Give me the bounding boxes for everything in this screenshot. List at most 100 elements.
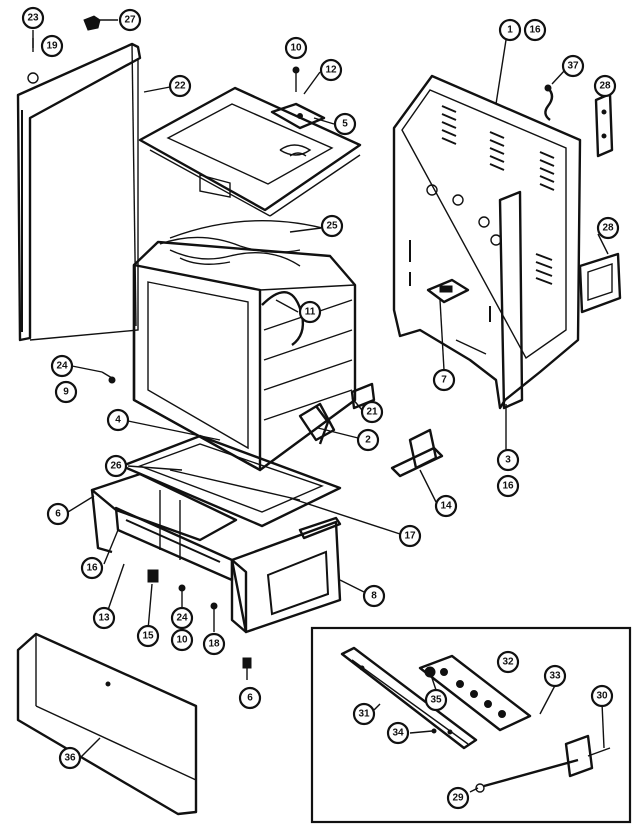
callout-21: 21 — [360, 400, 384, 424]
bracket-14 — [390, 428, 444, 478]
callout-7: 7 — [432, 368, 456, 392]
callout-13: 13 — [92, 606, 116, 630]
screw-set-c — [101, 371, 116, 384]
callout-11: 11 — [298, 300, 322, 324]
callout-36: 36 — [58, 746, 82, 770]
callout-24-bottom: 24 — [170, 606, 194, 630]
callout-28-side: 28 — [596, 216, 620, 240]
callout-37-label: 37 — [567, 61, 579, 72]
callout-12: 12 — [319, 58, 343, 82]
terminal-block — [426, 278, 470, 304]
callout-36-label: 36 — [64, 753, 76, 764]
callout-25-label: 25 — [326, 221, 338, 232]
callout-15-label: 15 — [142, 631, 154, 642]
callout-17-label: 17 — [404, 531, 416, 542]
top-cover — [138, 86, 362, 217]
callout-7-label: 7 — [441, 375, 447, 386]
callout-10-top: 10 — [284, 36, 308, 60]
callout-34-label: 34 — [392, 728, 404, 739]
manifold-bracket — [418, 654, 532, 732]
callout-31: 31 — [352, 702, 376, 726]
callout-37: 37 — [561, 54, 585, 78]
leveling-leg — [242, 657, 252, 680]
panel-clip — [83, 15, 101, 31]
callout-30: 30 — [590, 684, 614, 708]
wire-harness — [544, 84, 554, 121]
callout-3-label: 3 — [505, 455, 511, 466]
small-screw — [431, 728, 437, 734]
callout-16-top: 16 — [523, 18, 547, 42]
callout-3: 3 — [496, 448, 520, 472]
callout-16-bottom-label: 16 — [86, 563, 98, 574]
callout-24-left: 24 — [50, 354, 74, 378]
callout-29-label: 29 — [452, 793, 464, 804]
callout-10-top-label: 10 — [290, 43, 302, 54]
callout-29: 29 — [446, 786, 470, 810]
callout-15: 15 — [136, 624, 160, 648]
back-bracket — [594, 92, 614, 158]
callout-22: 22 — [168, 74, 192, 98]
callout-5-label: 5 — [342, 119, 348, 130]
callout-1-label: 1 — [507, 25, 513, 36]
callout-9: 9 — [54, 380, 78, 404]
hinge-receptacle — [298, 402, 336, 445]
control-panel-trim — [340, 646, 478, 750]
callout-11-label: 11 — [305, 307, 316, 318]
callout-6-bottom: 6 — [238, 686, 262, 710]
callout-9-label: 9 — [63, 387, 69, 398]
oven-cavity — [132, 236, 357, 472]
callout-19: 19 — [40, 34, 64, 58]
valve-assembly — [475, 734, 611, 793]
hardware-clip — [147, 569, 159, 583]
callout-13-label: 13 — [98, 613, 110, 624]
callout-32-label: 32 — [502, 657, 514, 668]
callout-16-right: 16 — [496, 474, 520, 498]
back-panel — [392, 74, 582, 410]
callout-33-label: 33 — [549, 671, 561, 682]
callout-28-side-label: 28 — [602, 223, 614, 234]
callout-8: 8 — [362, 584, 386, 608]
control-panel-inset — [310, 626, 632, 824]
callout-26-label: 26 — [110, 461, 122, 472]
callout-22-label: 22 — [174, 81, 186, 92]
callout-33: 33 — [543, 664, 567, 688]
callout-6-left-label: 6 — [55, 509, 61, 520]
callout-17: 17 — [398, 524, 422, 548]
callout-10-bottom-label: 10 — [176, 635, 188, 646]
callout-24-bottom-label: 24 — [176, 613, 188, 624]
callout-18-label: 18 — [208, 639, 220, 650]
callout-25: 25 — [320, 214, 344, 238]
callout-35-label: 35 — [430, 695, 442, 706]
storage-drawer-body — [230, 516, 342, 634]
callout-18: 18 — [202, 632, 226, 656]
top-screw — [292, 66, 300, 92]
callout-23-label: 23 — [27, 13, 39, 24]
callout-2: 2 — [356, 428, 380, 452]
callout-8-label: 8 — [371, 591, 377, 602]
callout-21-label: 21 — [366, 407, 378, 418]
callout-32: 32 — [496, 650, 520, 674]
callout-30-label: 30 — [596, 691, 608, 702]
top-cover-bracket — [270, 102, 326, 130]
screw-set-a — [178, 584, 186, 600]
callout-6-left: 6 — [46, 502, 70, 526]
callout-4-label: 4 — [115, 415, 121, 426]
callout-16-bottom: 16 — [80, 556, 104, 580]
screw-set-b — [210, 602, 218, 616]
callout-27: 27 — [118, 8, 142, 32]
callout-4: 4 — [106, 408, 130, 432]
callout-35: 35 — [424, 688, 448, 712]
callout-5: 5 — [333, 112, 357, 136]
callout-6-bottom-label: 6 — [247, 693, 253, 704]
front-frame — [90, 472, 238, 582]
callout-16-right-label: 16 — [502, 481, 514, 492]
gas-fitting — [424, 666, 436, 678]
wire-clip — [350, 382, 376, 410]
access-cover — [578, 252, 622, 314]
callout-10-bottom: 10 — [170, 628, 194, 652]
callout-1: 1 — [498, 18, 522, 42]
callout-27-label: 27 — [124, 15, 136, 26]
callout-12-label: 12 — [325, 65, 337, 76]
callout-26: 26 — [104, 454, 128, 478]
